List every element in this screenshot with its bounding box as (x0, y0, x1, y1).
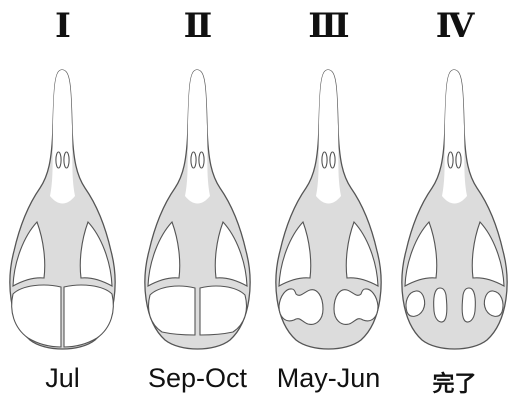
nostril-right (456, 152, 461, 168)
cranium-right-unossified (64, 285, 113, 347)
beak-unshaded (316, 70, 341, 204)
stage-4-panel: Ⅳ 完了 (392, 0, 517, 411)
stage-4-skull-illustration (392, 66, 517, 356)
nostril-left (191, 152, 196, 168)
cranium-left-inner-window (434, 288, 447, 322)
nostril-right (330, 152, 335, 168)
stage-3-panel: Ⅲ May-Jun (266, 0, 391, 411)
nostril-left (448, 152, 453, 168)
beak-unshaded (50, 70, 75, 204)
nostril-left (322, 152, 327, 168)
cranium-right-inner-window (462, 288, 475, 322)
stage-3-caption: May-Jun (256, 363, 401, 394)
stage-2-numeral: Ⅱ (135, 6, 260, 46)
stage-1-numeral: Ⅰ (0, 6, 125, 46)
nostril-right (64, 152, 69, 168)
stage-4-caption: 完了 (382, 366, 517, 398)
nostril-right (199, 152, 204, 168)
cranium-right-outer-window (484, 291, 503, 316)
stage-1-caption: Jul (0, 363, 135, 394)
stage-1-skull-illustration (0, 66, 125, 356)
cranium-left-outer-window (406, 291, 425, 316)
beak-unshaded (442, 70, 467, 204)
stage-2-panel: Ⅱ Sep-Oct (135, 0, 260, 411)
stage-2-skull-illustration (135, 66, 260, 356)
stage-3-numeral: Ⅲ (266, 6, 391, 46)
stage-1-panel: Ⅰ Jul (0, 0, 125, 411)
beak-unshaded (185, 70, 210, 204)
cranium-left-unossified (12, 285, 61, 347)
nostril-left (56, 152, 61, 168)
stage-3-skull-illustration (266, 66, 391, 356)
stage-2-caption: Sep-Oct (125, 363, 270, 394)
stage-4-numeral: Ⅳ (392, 6, 517, 46)
